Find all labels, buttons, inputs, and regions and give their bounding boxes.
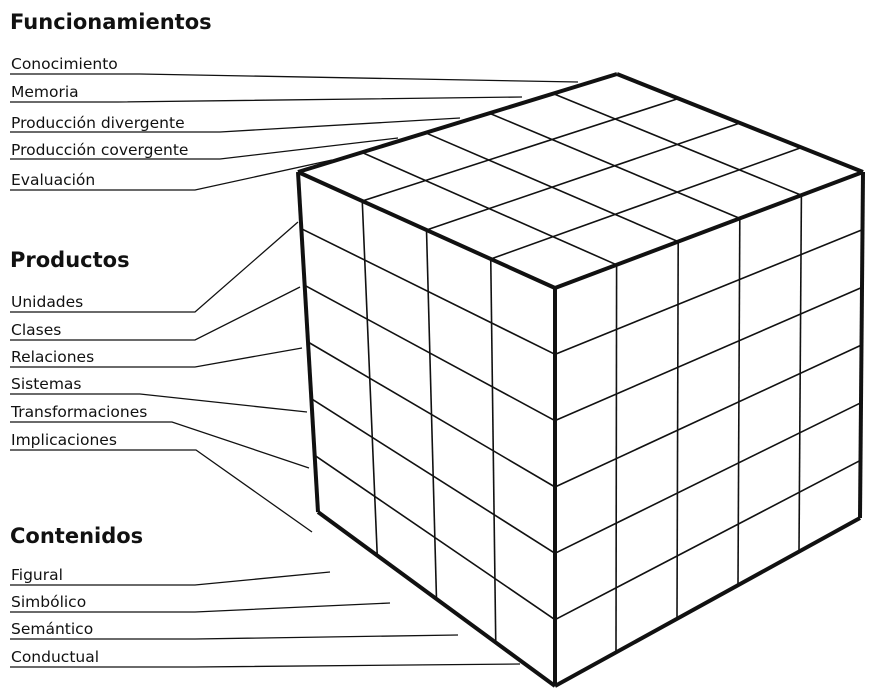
label-produccion-covergente: Producción covergente — [11, 141, 188, 159]
heading-funcionamientos: Funcionamientos — [10, 10, 212, 34]
top-face-line-a — [426, 122, 741, 231]
label-clases: Clases — [11, 321, 61, 339]
leader-clases — [10, 286, 301, 341]
right-face-row-line — [554, 344, 862, 488]
label-semantico: Semántico — [11, 620, 93, 638]
cube-grid-lines — [300, 92, 863, 653]
cube-edge — [554, 170, 864, 290]
front-face-row-line — [304, 284, 556, 422]
label-conocimiento: Conocimiento — [11, 55, 118, 73]
cube-edge — [858, 171, 865, 519]
label-simbolico: Simbólico — [11, 593, 86, 611]
leader-transformaciones — [10, 421, 310, 469]
leader-evaluacion — [10, 159, 333, 191]
heading-productos: Productos — [10, 248, 130, 272]
front-face-row-line — [314, 454, 556, 621]
cube-edge — [296, 171, 320, 513]
leader-figural — [10, 571, 331, 586]
right-face-row-line — [554, 286, 863, 422]
right-face-row-line — [554, 401, 862, 555]
label-relaciones: Relaciones — [11, 348, 94, 366]
leader-sistemas — [10, 393, 308, 413]
cube-edge — [297, 170, 556, 290]
top-face-line-b — [425, 132, 679, 243]
front-face-row-line — [307, 341, 556, 488]
leader-semantico — [10, 634, 459, 640]
leaders-productos — [10, 221, 313, 533]
label-transformaciones: Transformaciones — [10, 403, 147, 421]
leader-produccion-divergente — [10, 117, 461, 133]
cube-edge — [554, 516, 861, 688]
label-memoria: Memoria — [11, 83, 79, 101]
top-face-line-b — [361, 151, 617, 266]
label-evaluacion: Evaluación — [11, 171, 95, 189]
top-face-line-a — [490, 146, 802, 260]
leaders-contenidos — [10, 571, 521, 668]
leader-conductual — [10, 663, 521, 668]
cube-edge — [297, 72, 618, 174]
label-figural: Figural — [11, 566, 63, 584]
cube-edge — [316, 510, 557, 688]
leader-unidades — [10, 221, 299, 313]
leader-memoria — [10, 96, 523, 103]
right-face-row-line — [554, 228, 863, 356]
label-produccion-divergente: Producción divergente — [11, 114, 185, 132]
front-face-row-line — [300, 227, 556, 356]
front-face-row-line — [310, 397, 556, 555]
top-face-line-b — [552, 92, 802, 196]
leader-simbolico — [10, 602, 391, 613]
cube-edge — [616, 72, 864, 174]
cube-outline — [296, 72, 865, 688]
leader-conocimiento — [10, 73, 579, 83]
heading-contenidos: Contenidos — [10, 524, 143, 548]
label-implicaciones: Implicaciones — [11, 431, 117, 449]
label-sistemas: Sistemas — [11, 375, 82, 393]
leader-relaciones — [10, 347, 303, 368]
cube — [296, 72, 865, 688]
top-face-line-b — [489, 112, 741, 220]
top-face-line-a — [362, 97, 679, 202]
leader-produccion-covergente — [10, 137, 399, 160]
leaders-funcionamientos — [10, 73, 579, 191]
label-conductual: Conductual — [11, 648, 99, 666]
label-unidades: Unidades — [11, 293, 83, 311]
right-face-row-line — [554, 459, 861, 621]
leader-implicaciones — [10, 449, 313, 533]
